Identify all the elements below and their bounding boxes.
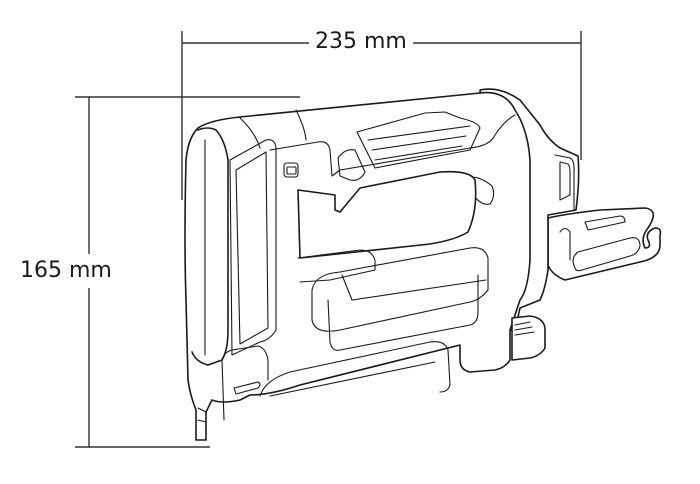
tool-body xyxy=(184,91,531,441)
height-dimension-label: 165 mm xyxy=(20,254,112,288)
belt-hook xyxy=(547,207,662,281)
bottom-guide xyxy=(511,315,546,361)
width-dimension-label: 235 mm xyxy=(309,29,413,55)
